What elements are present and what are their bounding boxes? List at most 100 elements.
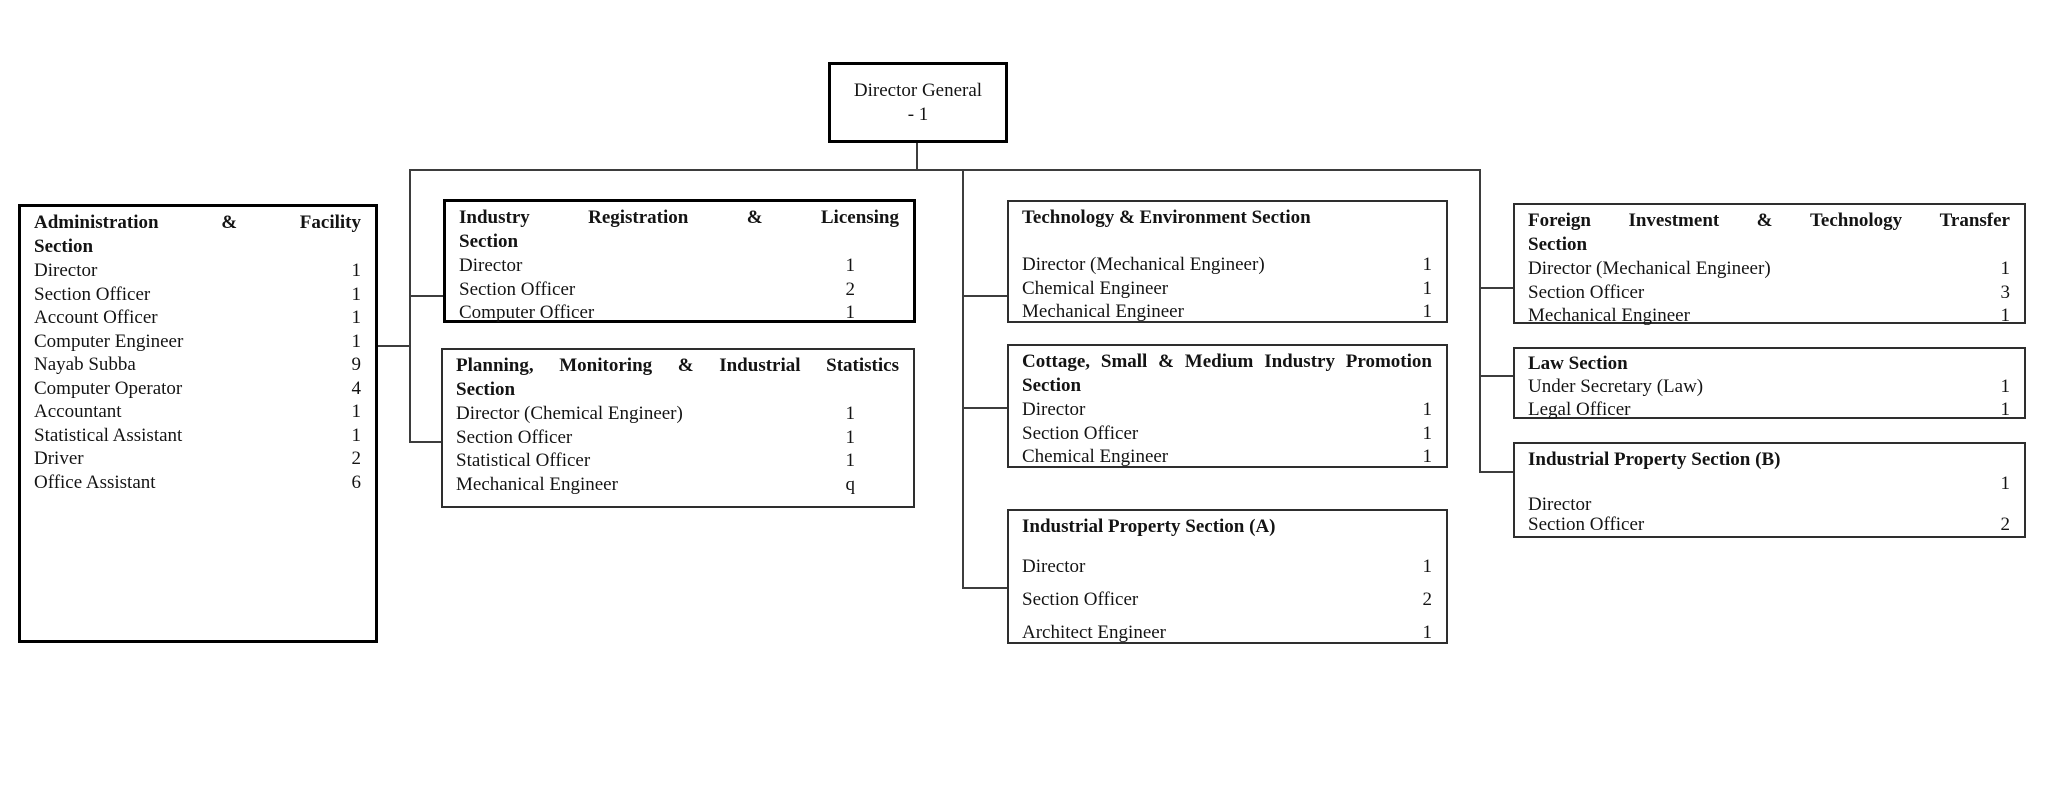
staff-role-label: Section Officer	[456, 426, 573, 448]
section-title-line: Section	[459, 231, 519, 252]
staff-role-label: Director	[459, 255, 523, 276]
staff-role-label: Computer Operator	[34, 377, 183, 399]
staff-count: 1	[1422, 254, 1433, 275]
staff-count: 9	[351, 354, 362, 375]
staff-role-label: Section Officer	[1528, 514, 1645, 535]
staff-row: Mechanical Engineer q	[456, 473, 899, 497]
root-count: - 1	[907, 103, 929, 125]
staff-count: q	[845, 473, 856, 495]
staff-row: Computer Operator 4	[34, 377, 361, 401]
staff-role-label: Director	[1022, 399, 1086, 420]
section-title: Technology & Environment Section	[1022, 206, 1432, 230]
staff-count: 1	[351, 424, 362, 446]
staff-count: 4	[351, 377, 362, 399]
staff-role-label: Architect Engineer	[1022, 622, 1167, 643]
title-word: &	[221, 212, 238, 233]
connector-trunk-left	[409, 169, 411, 443]
section-title-line: Industrial Property Section (A)	[1022, 516, 1276, 537]
staff-count: 1	[2000, 473, 2011, 494]
connector-trunk-right	[1479, 169, 1481, 473]
staff-count: 1	[2000, 305, 2011, 326]
connector-stub-cottage	[962, 407, 1009, 409]
title-word: Facility	[299, 212, 361, 233]
staff-role-label: Director	[34, 260, 98, 281]
staff-count: 1	[2000, 376, 2011, 397]
staff-role-label: Mechanical Engineer	[1022, 301, 1184, 322]
staff-role-label: Mechanical Engineer	[456, 473, 618, 495]
section-title-line: Section	[1022, 375, 1082, 396]
section-title-line: Law Section	[1528, 353, 1628, 374]
staff-count: 1	[845, 302, 856, 323]
staff-count: 1	[1422, 556, 1433, 577]
staff-role-label: Section Officer	[34, 283, 151, 305]
section-title: Industrial Property Section (B)	[1528, 448, 2010, 472]
staff-role-label: Computer Engineer	[34, 330, 184, 352]
staff-row: Mechanical Engineer 1	[1022, 300, 1432, 324]
section-title: Law Section	[1528, 352, 2010, 376]
staff-row: Architect Engineer 1	[1022, 616, 1432, 649]
staff-count: 1	[1422, 622, 1433, 643]
connector-root-drop	[916, 143, 918, 171]
staff-role-label: Director (Mechanical Engineer)	[1022, 254, 1265, 275]
staff-count: 1	[1422, 301, 1433, 322]
staff-role-label: Director	[1528, 493, 1592, 515]
staff-row: Nayab Subba 9	[34, 353, 361, 377]
staff-count: 1	[845, 255, 856, 276]
staff-count: 2	[1422, 589, 1433, 610]
title-word: Technology	[1809, 210, 1903, 231]
staff-count: 1	[1422, 399, 1433, 420]
title-word: Planning,	[456, 355, 534, 376]
staff-role-label: Nayab Subba	[34, 354, 136, 375]
staff-count: 1	[351, 283, 362, 305]
staff-count: 1	[845, 450, 856, 471]
title-word: &	[1158, 351, 1174, 372]
connector-stub-planning	[409, 441, 443, 443]
title-word: Medium	[1184, 351, 1254, 372]
staff-count: 2	[351, 448, 362, 469]
root-title: Director General	[853, 79, 983, 101]
root-box-director-general: Director General - 1	[828, 62, 1008, 143]
staff-row: Statistical Assistant 1	[34, 424, 361, 448]
staff-count: 1	[845, 403, 856, 424]
section-title-line: Technology & Environment Section	[1022, 207, 1311, 228]
staff-count: 1	[2000, 258, 2011, 279]
title-word: Administration	[34, 212, 159, 233]
staff-role-label: Office Assistant	[34, 471, 156, 493]
staff-row: Director (Mechanical Engineer) 1	[1022, 253, 1432, 277]
connector-stub-law	[1479, 375, 1515, 377]
title-word: Industry	[1264, 351, 1335, 372]
staff-row: Under Secretary (Law)1	[1528, 376, 2010, 399]
title-word: Registration	[588, 207, 689, 228]
staff-role-label: Statistical Assistant	[34, 424, 183, 446]
staff-role-label: Director	[1022, 556, 1086, 577]
connector-stub-indpropA	[962, 587, 1009, 589]
staff-role-label: Section Officer	[459, 278, 576, 300]
